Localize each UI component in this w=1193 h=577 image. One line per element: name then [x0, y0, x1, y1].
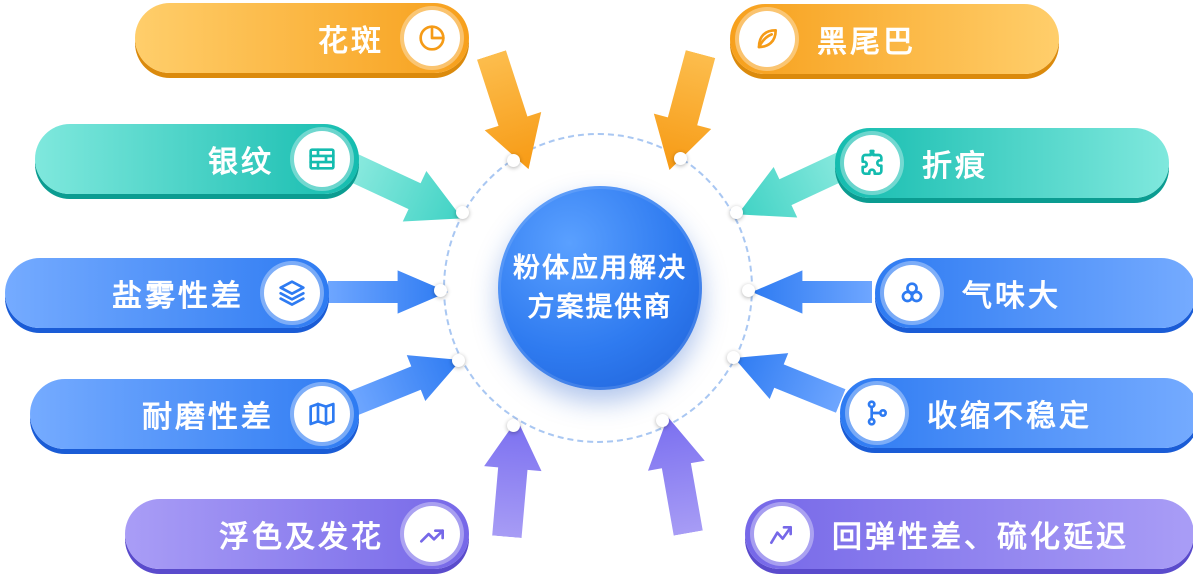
arrow-lower-left [344, 334, 471, 428]
pill-salt-spray: 盐雾性差 [5, 258, 329, 328]
circles-icon [884, 265, 940, 321]
pill-shrinkage: 收缩不稳定 [840, 378, 1193, 448]
bricks-icon [294, 131, 350, 187]
pill-label: 银纹 [208, 146, 274, 179]
pill-label: 耐磨性差 [142, 401, 274, 434]
pill-label: 盐雾性差 [112, 280, 244, 313]
connector-dot [434, 284, 447, 297]
pill-silver-streak: 银纹 [35, 124, 359, 194]
trend-up-icon [404, 506, 460, 562]
pill-label: 回弹性差、硫化延迟 [832, 521, 1129, 554]
pill-crease: 折痕 [835, 128, 1169, 198]
connector-dot [730, 206, 743, 219]
branch-icon [849, 385, 905, 441]
pill-odor: 气味大 [875, 258, 1193, 328]
pill-label: 收缩不稳定 [927, 400, 1092, 433]
arrow-mid-right [752, 268, 872, 316]
pill-label: 气味大 [962, 280, 1061, 313]
line-chart-icon [754, 506, 810, 562]
map-icon [294, 386, 350, 442]
arrow-lower-right [724, 332, 851, 426]
connector-dot [507, 154, 520, 167]
pill-label: 花斑 [318, 25, 384, 58]
pill-black-tail: 黑尾巴 [730, 4, 1059, 74]
connector-dot [656, 414, 669, 427]
connector-dot [742, 284, 755, 297]
center-hub: 粉体应用解决 方案提供商 [498, 186, 702, 390]
arrow-bottom-left [475, 416, 549, 539]
hub-title-line1: 粉体应用解决 [513, 252, 687, 283]
leaf-icon [739, 11, 795, 67]
connector-dot [727, 351, 740, 364]
connector-dot [456, 206, 469, 219]
pill-resilience: 回弹性差、硫化延迟 [745, 499, 1193, 569]
pill-label: 浮色及发花 [219, 521, 384, 554]
connector-dot [452, 354, 465, 367]
connector-dot [507, 419, 520, 432]
pill-color-float: 浮色及发花 [125, 499, 469, 569]
pill-label: 折痕 [922, 150, 988, 183]
pill-wear-resistance: 耐磨性差 [30, 379, 359, 449]
arrow-mid-left [328, 270, 448, 314]
pill-mottling: 花斑 [135, 3, 469, 73]
connector-dot [674, 152, 687, 165]
pie-chart-icon [404, 10, 460, 66]
hub-title-line2: 方案提供商 [527, 292, 673, 322]
layers-icon [264, 265, 320, 321]
puzzle-icon [844, 135, 900, 191]
pill-label: 黑尾巴 [817, 26, 916, 59]
